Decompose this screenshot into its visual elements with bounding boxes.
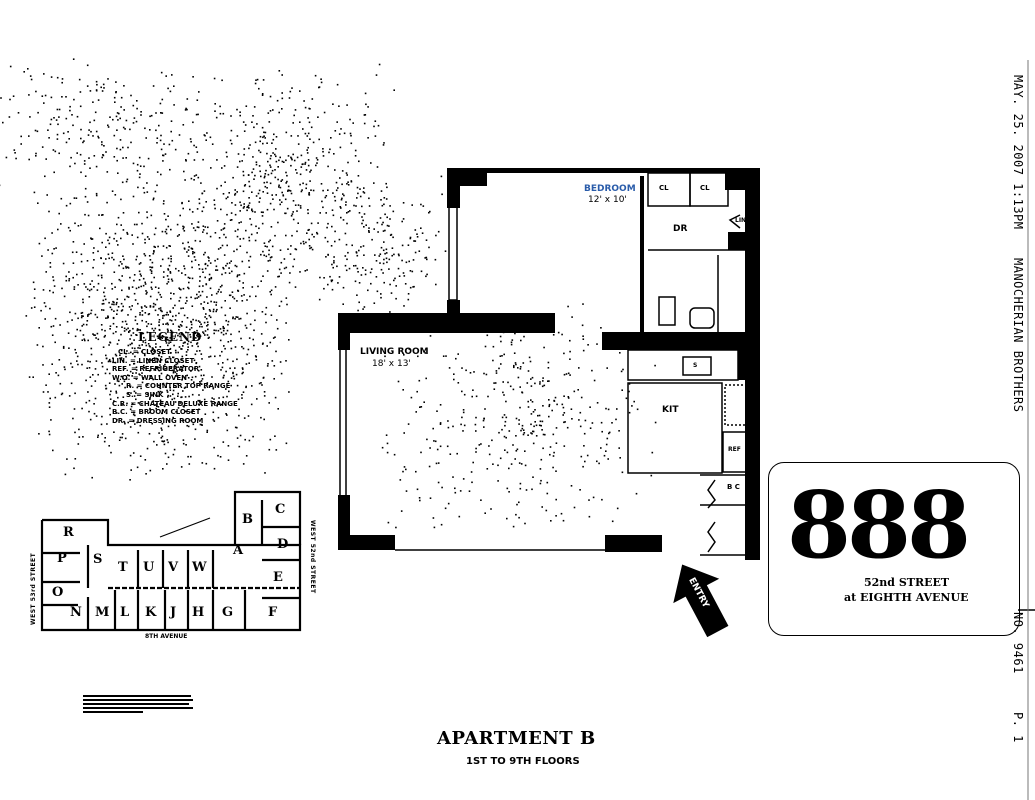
door-swing (707, 479, 716, 509)
legend-item: B.C. = BROOM CLOSET (112, 408, 201, 417)
wall (738, 350, 760, 380)
broom-closet-label: B C (727, 483, 740, 491)
bedroom-label: BEDROOM (584, 184, 636, 194)
legend-item: R. = COUNTER TOP RANGE (126, 382, 231, 391)
key-plan-unit: F (268, 605, 278, 620)
street-label-right: WEST 52nd STREET (309, 520, 316, 594)
sink-fixture (689, 307, 715, 329)
wall (338, 535, 395, 550)
key-plan-unit: K (145, 605, 157, 620)
dressing-room-label: DR (673, 224, 688, 234)
refrigerator (722, 431, 754, 473)
legend-item: LIN. = LINEN CLOSET (112, 356, 195, 365)
key-plan-unit: T (118, 560, 128, 575)
building-number: 888 (787, 471, 971, 579)
street-label-left: WEST 53rd STREET (30, 552, 37, 625)
wall (640, 176, 644, 332)
key-plan-unit: G (222, 605, 234, 620)
key-plan-unit: V (168, 560, 179, 575)
legend-item: W.O. = WALL OVEN (112, 373, 188, 382)
wall (602, 332, 757, 350)
legend: LEGEND CL. = CLOSET LIN. = LINEN CLOSET … (112, 330, 238, 425)
fax-sender: MANOCHERIAN BROTHERS (1011, 258, 1025, 413)
apartment-title: APARTMENT B (437, 728, 596, 749)
floors-label: 1ST TO 9TH FLOORS (466, 756, 580, 767)
toilet (658, 296, 676, 326)
key-plan-unit: E (273, 570, 283, 585)
key-plan-unit: S (93, 552, 103, 567)
key-plan-unit: W (192, 560, 207, 575)
building-cross-street: at EIGHTH AVENUE (844, 591, 969, 604)
living-room-size: 18' x 13' (372, 359, 411, 369)
entry-arrow-icon (673, 564, 729, 638)
wall (447, 168, 760, 173)
sink-label: S (693, 362, 698, 369)
key-plan-unit: J (170, 605, 177, 620)
building-street: 52nd STREET (864, 576, 950, 589)
building-address-box: 888 52nd STREET at EIGHTH AVENUE (768, 462, 1020, 636)
living-room-label: LIVING ROOM (360, 347, 429, 357)
legend-item: REF. = REFRIGERATOR (112, 365, 200, 374)
key-plan-unit: U (143, 560, 155, 575)
fax-number: NO. 9461 (1011, 612, 1025, 674)
fine-print-note (83, 693, 193, 715)
key-plan-unit: D (277, 537, 289, 552)
closet (647, 172, 691, 207)
wall (338, 313, 350, 350)
kitchen-label: KIT (662, 405, 679, 415)
closet-label: CL (659, 184, 669, 192)
fax-timestamp: MAY. 25. 2007 1:13PM (1011, 75, 1025, 230)
key-plan-unit: H (192, 605, 205, 620)
closet (689, 172, 729, 207)
kitchen-area (627, 382, 723, 474)
key-plan-unit: C (275, 502, 286, 517)
bedroom-window (448, 204, 458, 301)
bedroom-size: 12' x 10' (588, 195, 627, 205)
door-swing (707, 521, 716, 553)
key-plan-unit: A (233, 543, 244, 558)
kitchen-sink (682, 356, 712, 376)
key-plan-unit: R (63, 525, 74, 540)
linen-door (728, 214, 741, 229)
wall (605, 535, 662, 552)
street-label-bottom: 8TH AVENUE (145, 633, 188, 640)
legend-title: LEGEND (138, 330, 203, 344)
walls (338, 168, 760, 560)
ref-label: REF (728, 446, 741, 453)
range (724, 384, 754, 426)
wall (338, 313, 555, 333)
wall (728, 232, 758, 250)
key-plan-unit: P (57, 551, 67, 566)
legend-item: S. = SINK (126, 390, 164, 399)
key-plan (40, 490, 302, 632)
key-plan-unit: O (52, 585, 64, 600)
key-plan-unit: M (95, 605, 110, 620)
legend-item: CL. = CLOSET (118, 348, 171, 356)
legend-item: DR. = DRESSING ROOM (112, 416, 204, 425)
legend-item: C.R. = CHATEAU DELUXE RANGE (112, 399, 238, 408)
fax-page: P. 1 (1011, 712, 1025, 743)
linen-label: LIN. (735, 217, 749, 224)
key-plan-unit: N (70, 605, 82, 620)
interior-lines (339, 172, 755, 556)
key-plan-unit: B (242, 512, 253, 527)
closet-label: CL (700, 184, 710, 192)
key-plan-unit: L (120, 605, 130, 620)
wall (447, 168, 460, 208)
living-window (339, 347, 347, 497)
